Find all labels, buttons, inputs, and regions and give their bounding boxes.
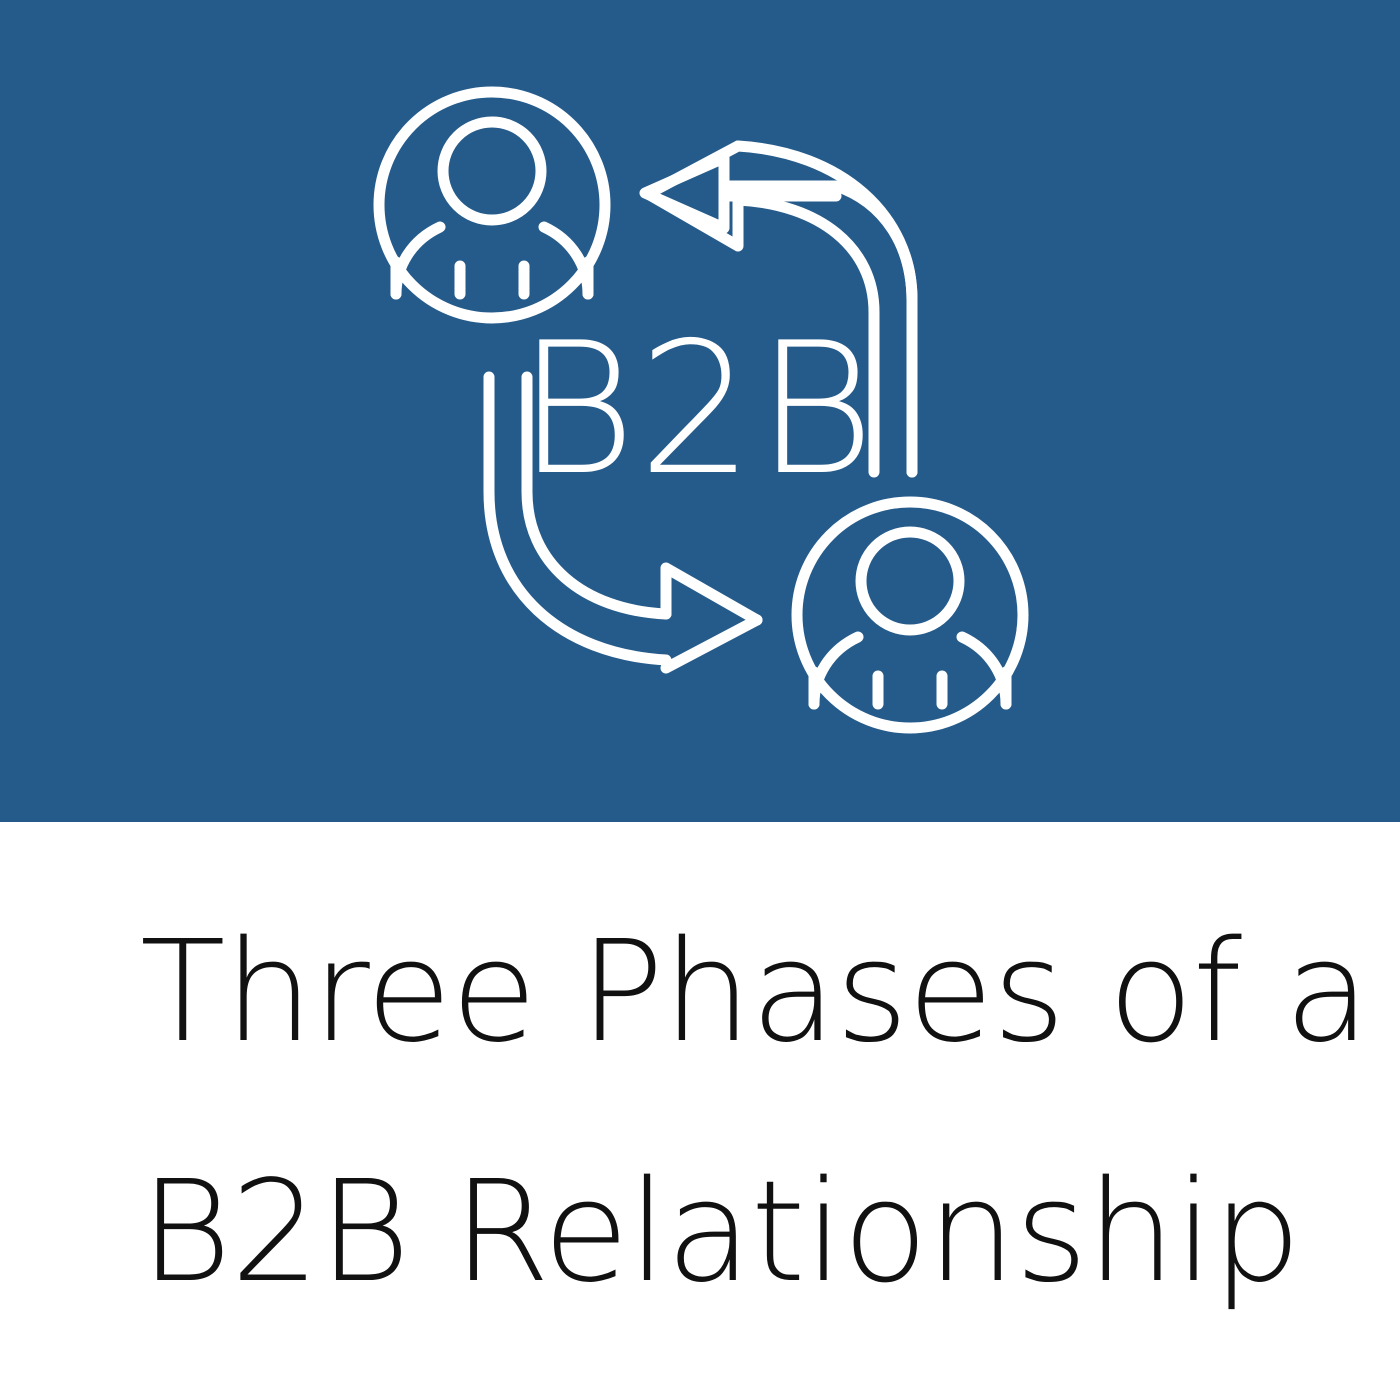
arrow-top-ribbon-outer [732, 140, 918, 478]
person-in-circle-icon-bottom-right [791, 496, 1029, 734]
person-in-circle-icon-top-left [373, 86, 611, 324]
avatar-ring-top-left [373, 86, 611, 324]
hero-panel: B2B [0, 0, 1400, 822]
arrow-bottom-ribbon-inner [521, 371, 672, 620]
arrow-flowing-to-bottom-right [483, 371, 763, 674]
title-artwork: Three Phases of a B2B Relationship [140, 911, 1370, 1314]
head-shape-top-left [437, 116, 547, 226]
page-title-line-1: Three Phases of a [140, 911, 1369, 1074]
b2b-relationship-diagram: B2B [373, 86, 1029, 734]
arrow-returning-to-top-left-head [642, 140, 918, 478]
arrow-bottom-ribbon-outer [483, 371, 672, 666]
b2b-center-label: B2B [517, 303, 877, 515]
title-panel: Three Phases of a B2B Relationship [0, 822, 1400, 1400]
arrow-bottom-head-lower [660, 614, 763, 674]
avatar-ring-bottom-right [791, 496, 1029, 734]
arrow-bottom-head-upper [660, 562, 763, 626]
arrow-top-head-upper [642, 140, 744, 200]
arrow-top-ribbon-inner [732, 194, 880, 478]
arrow-top-head-lower [642, 188, 744, 252]
page-title-line-2: B2B Relationship [140, 1151, 1300, 1314]
head-shape-bottom-right [855, 526, 965, 636]
